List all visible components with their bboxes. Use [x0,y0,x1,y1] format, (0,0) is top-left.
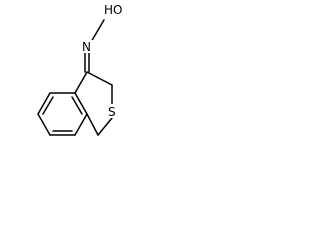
bond-c4a-c4 [74,71,88,94]
oxime-nitrogen-label: N [82,40,91,54]
structure-canvas: N HO S [0,0,153,160]
bond-s-c1 [97,117,113,136]
bond-c1-c8a [86,113,99,136]
bond-n-o [90,19,105,43]
sulfur-label-bg [106,104,118,118]
bond-inner-c5-c6 [42,96,54,115]
bond-inner-c8a-c4a [71,96,83,115]
sulfur-atom-label: S [108,105,116,119]
bond-c4-c3 [86,71,113,86]
hydroxyl-label: HO [104,3,122,17]
nitrogen-label-bg [80,40,94,53]
bond-c5-c6 [37,92,51,115]
molecule-structure: N HO S [37,2,125,136]
bond-c6-c7 [37,113,51,136]
hydroxyl-label-bg [103,2,125,16]
bond-c8a-c4a [74,92,88,115]
bond-c8-c8a [74,113,88,136]
